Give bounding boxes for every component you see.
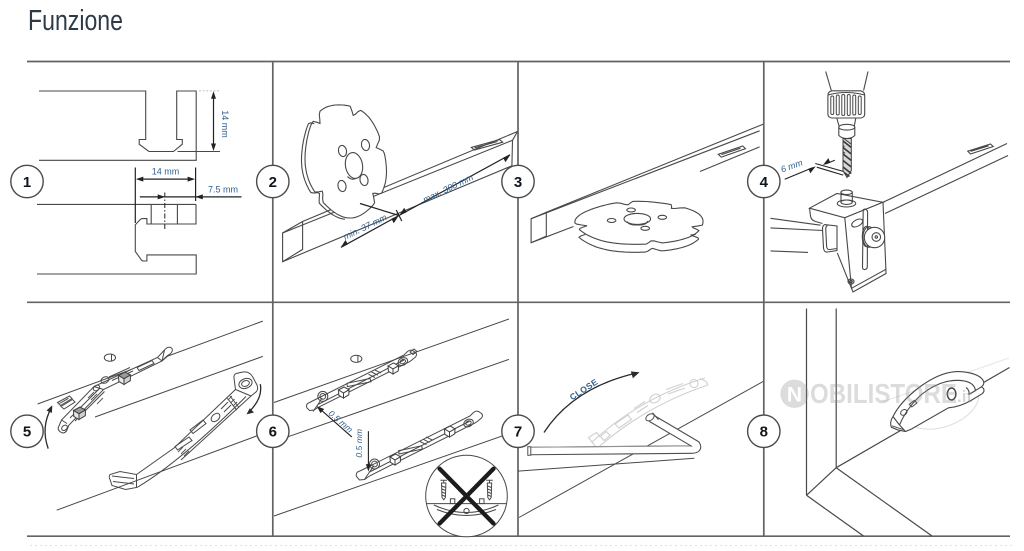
svg-text:7.5 mm: 7.5 mm <box>208 185 238 195</box>
svg-text:14 mm: 14 mm <box>220 110 230 138</box>
svg-text:Funzione: Funzione <box>28 5 123 37</box>
svg-text:N: N <box>787 384 802 407</box>
svg-text:CLOSE: CLOSE <box>568 377 600 403</box>
svg-text:0.5 mm: 0.5 mm <box>354 429 364 458</box>
svg-text:2: 2 <box>269 174 277 191</box>
svg-text:1: 1 <box>23 174 31 191</box>
svg-text:OBILISTORE: OBILISTORE <box>810 378 957 409</box>
svg-text:8: 8 <box>760 424 768 441</box>
svg-text:.it: .it <box>957 387 972 406</box>
svg-text:6: 6 <box>269 424 277 441</box>
svg-text:5: 5 <box>23 424 31 441</box>
svg-text:14 mm: 14 mm <box>152 167 180 177</box>
svg-text:7: 7 <box>514 424 522 441</box>
svg-text:6 mm: 6 mm <box>779 157 804 174</box>
svg-text:max. 300 mm: max. 300 mm <box>421 172 475 205</box>
svg-text:4: 4 <box>760 174 769 191</box>
svg-text:3: 3 <box>514 174 522 191</box>
